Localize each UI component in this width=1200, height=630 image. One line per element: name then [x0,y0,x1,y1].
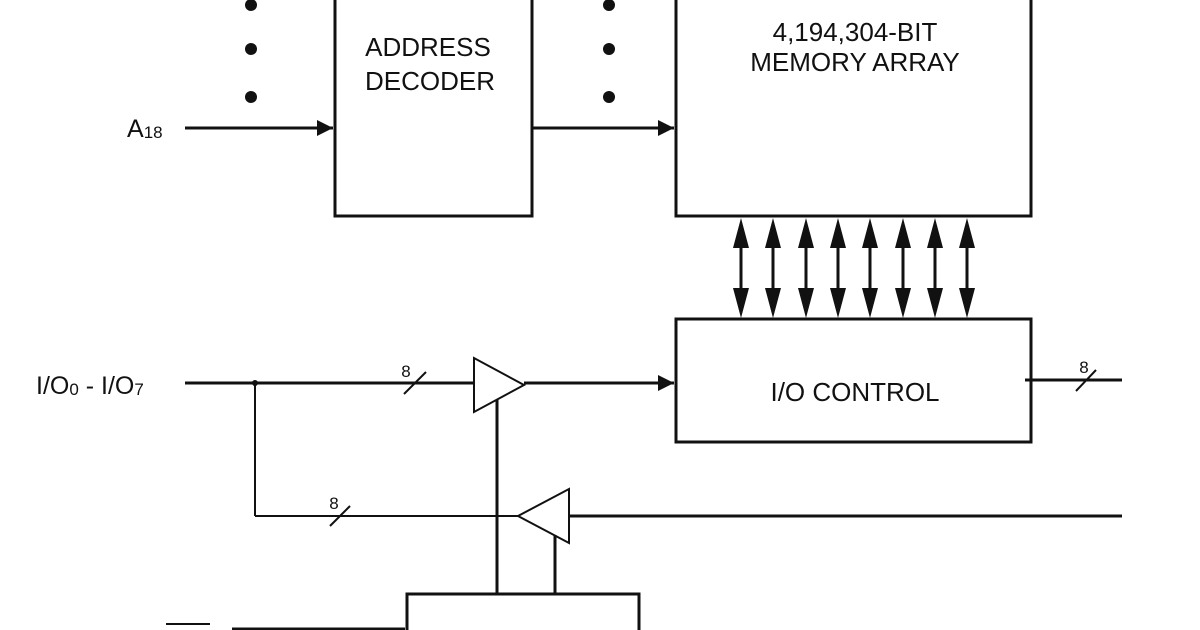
io-pin-label: I/O0 - I/O7 [36,372,144,400]
memory-array-label-line2: MEMORY ARRAY [750,47,960,77]
io-input-bus-slash [403,371,427,395]
io-control-output-width: 8 [1079,358,1088,377]
io-control-label: I/O CONTROL [770,377,939,407]
memory-array-label-line1: 4,194,304-BIT [773,17,938,47]
a18-pin-label-main: A [127,115,144,143]
io-pin-label-a-sub: 0 [69,380,78,399]
control-logic-block [405,592,641,630]
we-pin: WE [166,623,405,630]
memory-array-block: 4,194,304-BIT MEMORY ARRAY [674,0,1033,218]
array-io-data-lines [739,242,969,293]
address-decoder-label-line2: DECODER [365,66,495,96]
io-pin-label-a-main: I/O [36,372,69,400]
a18-pin-label-sub: 18 [144,123,163,142]
io-pin-label-sep: - I/O [79,372,135,400]
address-continuation-dots [245,0,257,103]
io-pin-label-b-sub: 7 [134,380,143,399]
a18-pin-label: A18 [127,115,163,143]
io-control-output-slash [1075,369,1097,392]
feedback-bus-slash [329,505,351,527]
array-io-arrowheads [733,218,975,318]
output-buffer-triangle [515,487,570,545]
address-decoder-label-line1: ADDRESS [365,32,491,62]
io-input-bus-width: 8 [401,362,410,381]
io-control-block: I/O CONTROL [674,317,1033,444]
input-buffer-triangle [473,356,527,414]
we-pin-label: WE [166,626,206,630]
a18-pin: A18 [127,115,333,143]
row-select-continuation-dots [603,0,615,103]
feedback-bus-width: 8 [329,494,338,513]
address-decoder-block: ADDRESS DECODER [333,0,534,218]
